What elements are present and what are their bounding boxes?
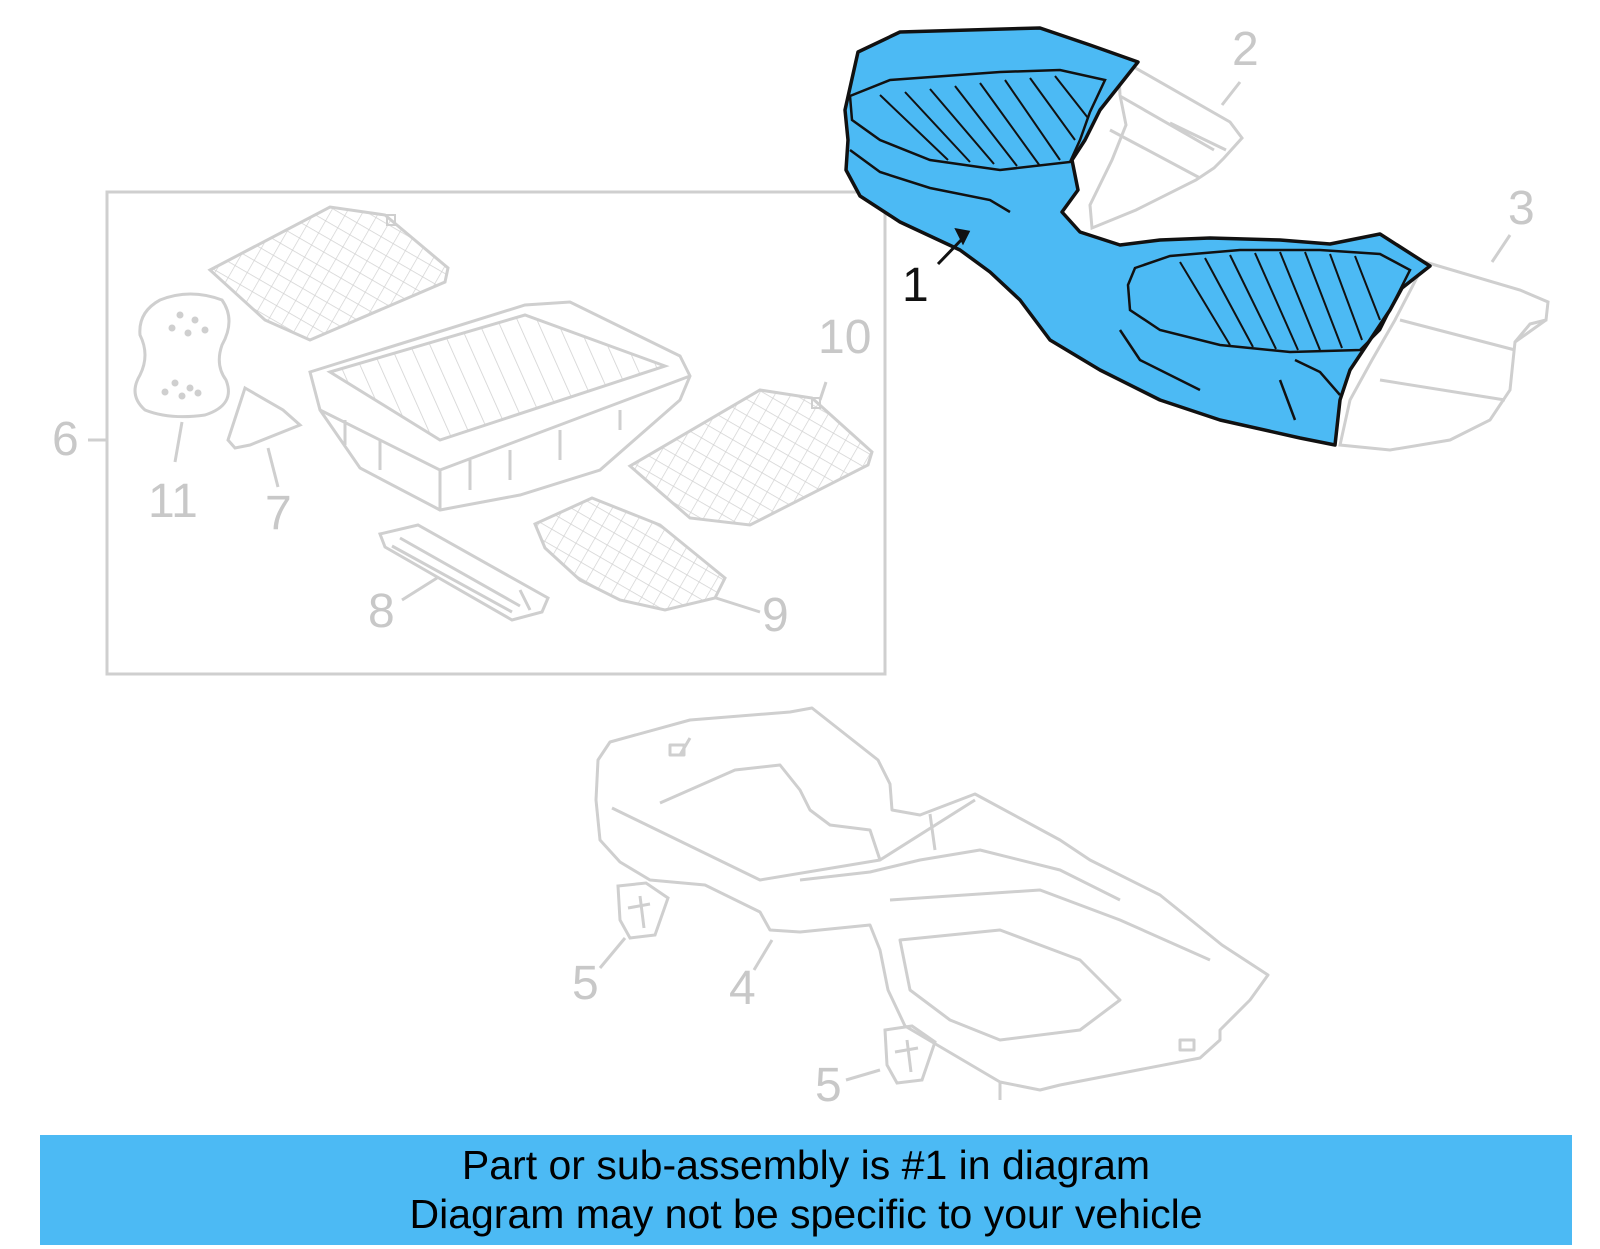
banner-line-1: Part or sub-assembly is #1 in diagram — [461, 1142, 1151, 1188]
part-9-mesh-mat — [533, 496, 727, 612]
callout-11: 11 — [148, 475, 198, 528]
callout-8: 8 — [368, 585, 395, 638]
part-10-mesh-mat — [627, 388, 874, 527]
part-5-clip-lower — [883, 1024, 937, 1085]
callout-2: 2 — [1232, 23, 1259, 76]
banner-line-2: Diagram may not be specific to your vehi… — [409, 1191, 1203, 1237]
part-1-seat-cushion — [843, 26, 1432, 447]
part-5-clip-upper — [616, 881, 670, 940]
callout-6: 6 — [52, 413, 79, 466]
callout-5-lower: 5 — [815, 1059, 842, 1112]
callout-5-upper: 5 — [572, 957, 599, 1010]
part-7-triangle — [226, 385, 303, 450]
subassembly-box — [105, 190, 887, 676]
part-4-seat-frame — [594, 706, 1270, 1100]
cushion-right-pad — [1126, 248, 1412, 354]
callout-10: 10 — [818, 311, 872, 364]
part-2-seat-back — [1088, 55, 1244, 231]
callout-1: 1 — [902, 259, 929, 312]
callout-7: 7 — [265, 487, 292, 540]
cushion-shape — [843, 26, 1432, 447]
part-8-rail — [377, 523, 550, 622]
callout-9: 9 — [762, 589, 789, 642]
part-11-tray — [133, 292, 231, 419]
part-3-seat-back — [1338, 260, 1550, 452]
info-banner-bg — [40, 1135, 1572, 1245]
cushion-right-ribs — [1179, 251, 1381, 351]
info-banner: Part or sub-assembly is #1 in diagram Di… — [40, 1135, 1572, 1245]
leader-lines — [88, 81, 1512, 1082]
cushion-left-ribs — [879, 75, 1089, 167]
mesh-mat-top — [207, 205, 450, 342]
callout-3: 3 — [1508, 182, 1535, 235]
cushion-left-pad — [848, 68, 1107, 172]
callout-4: 4 — [729, 962, 756, 1015]
console-housing — [308, 300, 692, 512]
